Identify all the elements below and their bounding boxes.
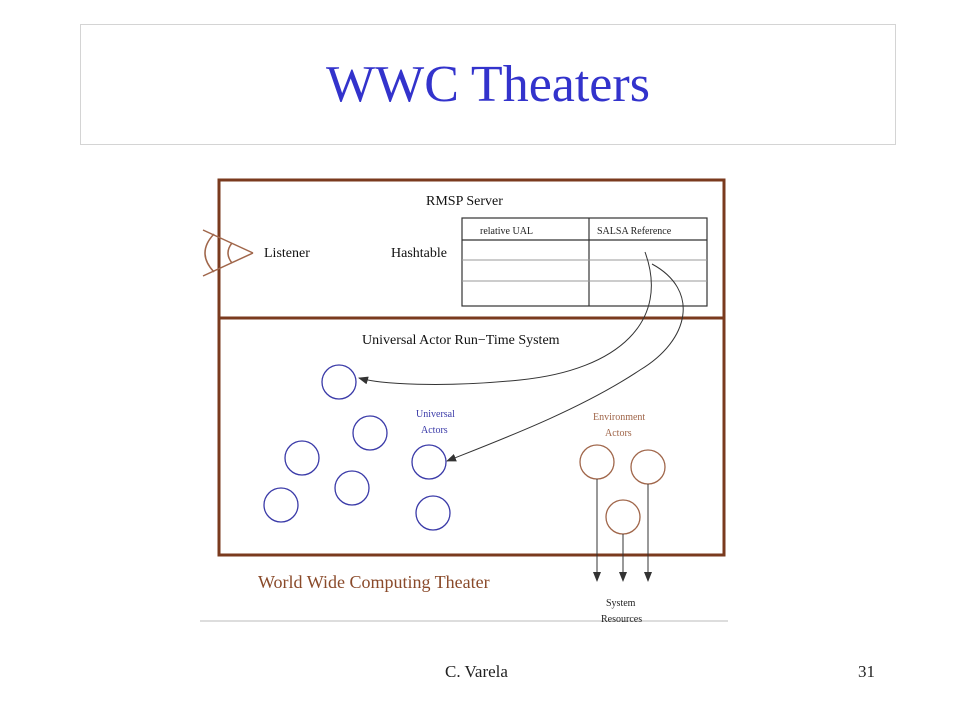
universal-actor (352, 415, 388, 451)
universal-actor (284, 440, 320, 476)
reference-arrow-1 (358, 251, 652, 385)
resource-arrows (593, 479, 652, 582)
environment-actors (579, 444, 666, 535)
table-header-relative-ual: relative UAL (480, 226, 533, 237)
system-resources-label-line2: Resources (601, 614, 642, 625)
universal-actors (263, 364, 451, 531)
listener-eye-icon (202, 229, 254, 277)
title-box: WWC Theaters (80, 24, 896, 145)
universal-actors-label-line2: Actors (421, 425, 448, 436)
runtime-system-label: Universal Actor Run−Time System (362, 333, 560, 348)
footer-page-number: 31 (858, 662, 875, 681)
environment-actors-label-line1: Environment (593, 412, 645, 423)
universal-actor (321, 364, 357, 400)
system-resources-label-line1: System (606, 598, 636, 609)
rmsp-server-label: RMSP Server (426, 194, 503, 209)
universal-actor (411, 444, 447, 480)
environment-actor (630, 449, 666, 485)
environment-actor (579, 444, 615, 480)
hashtable-grid (461, 217, 708, 307)
universal-actors-label-line1: Universal (416, 409, 455, 420)
hashtable-label: Hashtable (391, 246, 447, 261)
theater-label: World Wide Computing Theater (258, 572, 490, 592)
universal-actor (415, 495, 451, 531)
slide-title: WWC Theaters (326, 55, 650, 113)
listener-label: Listener (264, 246, 310, 261)
environment-actor (605, 499, 641, 535)
universal-actor (263, 487, 299, 523)
environment-actors-label-line2: Actors (605, 428, 632, 439)
universal-actor (334, 470, 370, 506)
footer-author: C. Varela (445, 662, 508, 681)
reference-arrow-2 (446, 263, 684, 462)
theater-frame (217, 178, 726, 557)
table-header-salsa-reference: SALSA Reference (597, 226, 672, 237)
